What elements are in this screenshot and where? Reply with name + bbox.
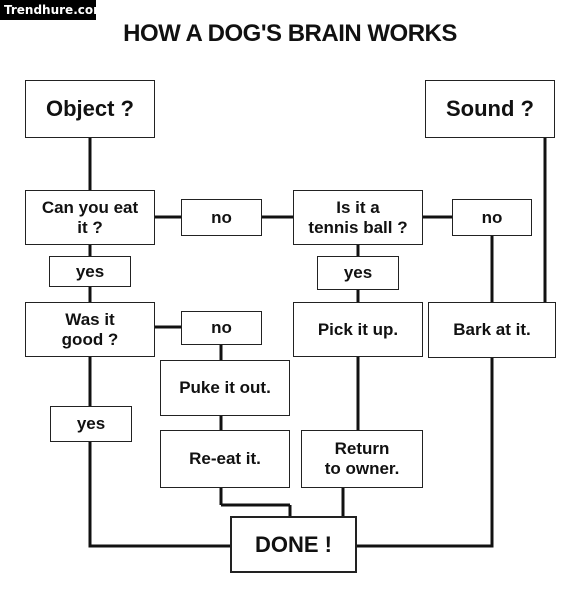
puke-box: Puke it out. [160, 360, 290, 416]
yes-good-box: yes [50, 406, 132, 442]
return-box: Return to owner. [301, 430, 423, 488]
yes-eat-box: yes [49, 256, 131, 287]
no-ball-box: no [452, 199, 532, 236]
object-box: Object ? [25, 80, 155, 138]
was-good-box: Was it good ? [25, 302, 155, 357]
re-eat-box: Re-eat it. [160, 430, 290, 488]
line-yes-done [88, 442, 230, 548]
sound-box: Sound ? [425, 80, 555, 138]
pick-up-box: Pick it up. [293, 302, 423, 357]
line-bark-done [357, 358, 494, 548]
can-eat-box: Can you eat it ? [25, 190, 155, 245]
bark-box: Bark at it. [428, 302, 556, 358]
no-eat-box: no [181, 199, 262, 236]
page-title: HOW A DOG'S BRAIN WORKS [123, 20, 457, 47]
no-good-box: no [181, 311, 262, 345]
tennis-ball-box: Is it a tennis ball ? [293, 190, 423, 245]
watermark: Trendhure.com [0, 0, 106, 20]
yes-ball-box: yes [317, 256, 399, 290]
done-box: DONE ! [230, 516, 357, 573]
